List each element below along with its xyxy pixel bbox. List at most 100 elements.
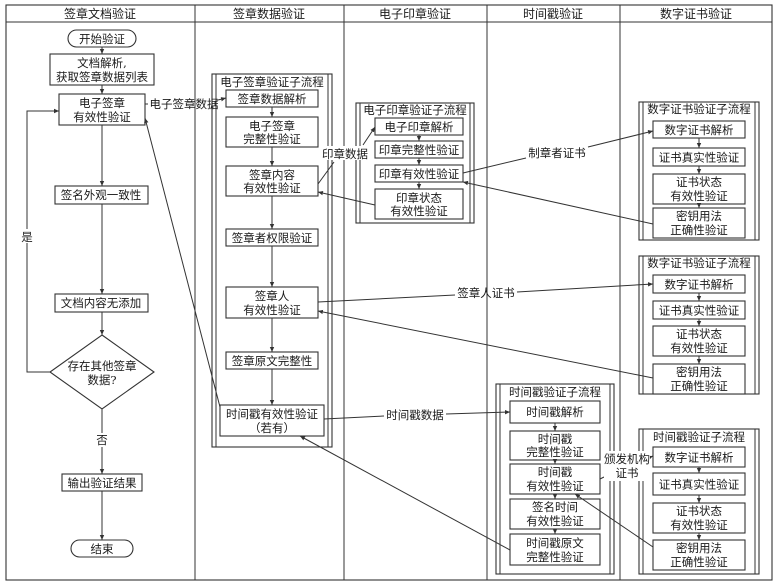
seal-subflow-frame — [355, 102, 475, 224]
cert-step-label: 证书真实性验证 — [659, 304, 740, 318]
cert-step: 证书真实性验证 — [652, 147, 746, 167]
cert-step-label: 数字证书解析 — [665, 451, 734, 465]
cert-step-label: 证书真实性验证 — [659, 151, 740, 165]
connector-label-sig-data: 电子签章数据 — [150, 97, 219, 111]
signature-subflow-frame — [211, 73, 333, 448]
connector-label-maker-cert: 制章者证书 — [528, 146, 586, 160]
lane-title-certificate: 数字证书验证 — [660, 6, 732, 21]
svg-text:印章有效性验证: 印章有效性验证 — [379, 167, 460, 181]
no-content-added-box: 文档内容无添加 — [54, 293, 149, 313]
swimlane-frame — [5, 4, 773, 581]
seal-step-validity: 印章有效性验证 — [374, 164, 464, 183]
other-signatures-decision: 存在其他签章 数据? — [49, 334, 155, 410]
svg-text:开始验证: 开始验证 — [79, 32, 125, 46]
connector-label-ts-data: 时间戳数据 — [386, 408, 444, 422]
svg-text:签章内容: 签章内容 — [249, 168, 295, 182]
connector-label-signer-cert: 签章人证书 — [457, 286, 515, 300]
cert-step-label: 密钥用法 — [676, 541, 722, 555]
cert-step-label: 正确性验证 — [670, 223, 728, 237]
cert-step-label: 密钥用法 — [676, 209, 722, 223]
ts-step-integrity: 时间戳 完整性验证 — [509, 430, 601, 461]
svg-text:有效性验证: 有效性验证 — [526, 514, 584, 528]
no-label: 否 — [96, 433, 108, 447]
sig-step-signer-authority: 签章者权限验证 — [225, 228, 319, 247]
svg-text:完整性验证: 完整性验证 — [243, 132, 301, 146]
cert-step-label: 有效性验证 — [670, 518, 728, 532]
svg-text:结束: 结束 — [91, 542, 114, 556]
sig-step-content-validity: 签章内容 有效性验证 — [225, 165, 319, 197]
cert-step-label: 证书状态 — [676, 504, 722, 518]
connector-signer-cert-arrow — [516, 282, 654, 293]
svg-text:存在其他签章: 存在其他签章 — [68, 359, 137, 373]
connector-issuer-cert-return — [574, 493, 654, 548]
connector-signer-cert-line-a — [317, 294, 456, 303]
connector-signer-cert-return — [317, 309, 654, 379]
svg-text:数据?: 数据? — [87, 373, 116, 387]
cert-step: 证书真实性验证 — [652, 472, 746, 496]
signature-appearance-box: 签名外观一致性 — [54, 185, 149, 205]
lane-title-timestamp: 时间戳验证 — [523, 6, 583, 21]
seal-subflow-title: 电子印章验证子流程 — [363, 103, 467, 117]
connector-seal-data-line — [317, 161, 335, 185]
connector-seal-data-arrow — [362, 126, 376, 146]
output-result-box: 输出验证结果 — [61, 473, 143, 492]
svg-text:获取签章数据列表: 获取签章数据列表 — [56, 70, 148, 84]
subflow-title: 数字证书验证子流程 — [647, 102, 751, 116]
cert-step: 证书真实性验证 — [652, 300, 746, 320]
signature-validity-box: 电子签章 有效性验证 — [58, 93, 146, 126]
ts-step-parse: 时间戳解析 — [509, 400, 601, 424]
svg-text:文档内容无添加: 文档内容无添加 — [61, 296, 142, 310]
cert-step-label: 有效性验证 — [670, 341, 728, 355]
svg-text:有效性验证: 有效性验证 — [243, 303, 301, 317]
cert-step-label: 正确性验证 — [670, 555, 728, 569]
connector-ts-return — [299, 435, 511, 551]
subflow-title: 时间戳验证子流程 — [653, 430, 745, 444]
svg-text:（若有）: （若有） — [249, 421, 295, 435]
start-terminal: 开始验证 — [67, 29, 137, 48]
cert-step-label: 密钥用法 — [676, 365, 722, 379]
svg-text:签章数据解析: 签章数据解析 — [238, 92, 307, 106]
svg-text:文档解析,: 文档解析, — [77, 56, 127, 70]
svg-text:印章完整性验证: 印章完整性验证 — [379, 143, 460, 157]
svg-text:完整性验证: 完整性验证 — [526, 445, 584, 459]
ts-step-original-integrity: 时间戳原文 完整性验证 — [509, 533, 601, 566]
svg-text:有效性验证: 有效性验证 — [73, 110, 131, 124]
signature-subflow-title: 电子签章验证子流程 — [220, 75, 324, 89]
connector-label-seal-data: 印章数据 — [322, 147, 368, 161]
sig-step-timestamp-validity: 时间戳有效性验证 （若有） — [219, 404, 325, 437]
sig-step-parse: 签章数据解析 — [225, 89, 319, 108]
connector-ts-data-line-a — [323, 415, 385, 420]
svg-text:签名时间: 签名时间 — [532, 500, 578, 514]
cert-step: 数字证书解析 — [652, 120, 746, 139]
svg-text:时间戳有效性验证: 时间戳有效性验证 — [226, 407, 318, 421]
connector-seal-return — [317, 190, 376, 206]
svg-text:时间戳解析: 时间戳解析 — [526, 405, 584, 419]
sig-step-original-integrity: 签章原文完整性 — [225, 351, 319, 370]
svg-text:有效性验证: 有效性验证 — [526, 479, 584, 493]
timestamp-subflow-title: 时间戳验证子流程 — [509, 385, 601, 399]
svg-text:电子印章解析: 电子印章解析 — [385, 120, 454, 134]
svg-text:签章原文完整性: 签章原文完整性 — [232, 354, 313, 368]
svg-text:签名外观一致性: 签名外观一致性 — [61, 188, 142, 202]
cert-step-label: 有效性验证 — [670, 189, 728, 203]
yes-label: 是 — [21, 230, 33, 244]
seal-step-integrity: 印章完整性验证 — [374, 140, 464, 159]
connector-maker-cert-line-a — [462, 157, 527, 174]
cert-step-label: 证书真实性验证 — [659, 478, 740, 492]
svg-text:印章状态: 印章状态 — [396, 191, 442, 205]
svg-text:时间戳原文: 时间戳原文 — [526, 536, 584, 550]
cert-step-label: 证书状态 — [676, 175, 722, 189]
svg-text:有效性验证: 有效性验证 — [243, 181, 301, 195]
connector-label-issuer-cert-1: 颁发机构 — [604, 452, 650, 466]
cert-step-label: 正确性验证 — [670, 379, 728, 393]
svg-text:时间戳: 时间戳 — [538, 432, 573, 446]
subflow-title: 数字证书验证子流程 — [647, 256, 751, 270]
lane-title-seal: 电子印章验证 — [379, 6, 451, 21]
